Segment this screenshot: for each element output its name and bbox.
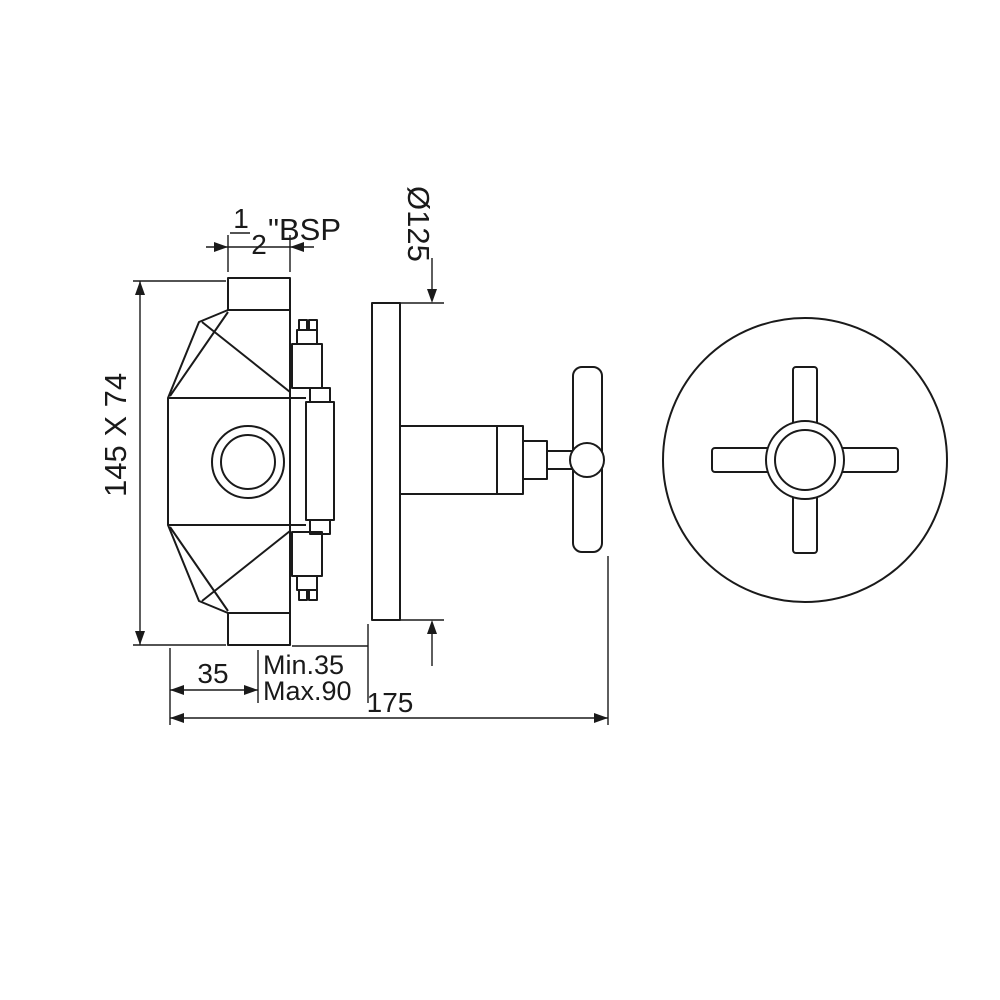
thread-denominator-label: 2 [251,229,267,260]
arrow-flange-bottom [427,620,437,634]
inlet-port-inner-circle [220,434,276,490]
bottom-check-valve-cap [296,575,318,591]
bottom-check-valve [291,531,323,577]
side-view [167,277,605,646]
bottom-dim-extension-lines [169,556,609,725]
flange-diameter-label: Ø125 [401,186,436,262]
top-check-valve-bolts [298,319,318,331]
wall-to-body-label: 35 [197,658,228,689]
arrow-thread-right [290,242,304,252]
cartridge-stem-top-step [309,387,331,403]
arrow-35-left [170,685,184,695]
body-dimensions-label: 145 X 74 [98,373,133,497]
max-depth-label: Max.90 [263,676,352,706]
valve-body-detail-lines [168,311,306,612]
wall-flange-front [662,317,948,603]
dimension-lines [133,232,609,725]
valve-spindle [399,425,524,495]
dimension-labels: 1 2 "BSP Ø125 145 X 74 35 Min.35 Max.90 … [98,186,436,718]
arrow-175-right [594,713,608,723]
wall-flange-side [371,302,401,621]
dimension-arrows [135,242,608,723]
handle-hub-side [569,442,605,478]
inlet-port-outer-circle [211,425,285,499]
top-check-valve [291,343,323,389]
flange-diameter-dim-lines [398,258,444,666]
overall-length-label: 175 [367,687,414,718]
drawing-linework [133,232,948,725]
thread-size-label: "BSP [268,212,341,247]
valve-body [167,309,291,614]
top-inlet-pipe [227,277,291,311]
cartridge-stem-bottom-step [309,519,331,535]
bottom-inlet-pipe [227,612,291,646]
bottom-check-valve-bolts [298,589,318,601]
cartridge-stem [305,401,335,521]
arrow-flange-top [427,289,437,303]
spindle-adapter [522,440,548,480]
arrow-height-top [135,281,145,295]
handle-hub-outer [765,420,845,500]
arrow-175-left [170,713,184,723]
arrow-height-bottom [135,631,145,645]
arrow-thread-left [214,242,228,252]
height-dim-lines [133,280,226,646]
min-depth-label: Min.35 [263,650,344,680]
front-view [662,317,948,603]
thread-numerator-label: 1 [233,203,249,234]
arrow-35-right [244,685,258,695]
top-check-valve-cap [296,329,318,345]
handle-hub-inner [774,429,836,491]
